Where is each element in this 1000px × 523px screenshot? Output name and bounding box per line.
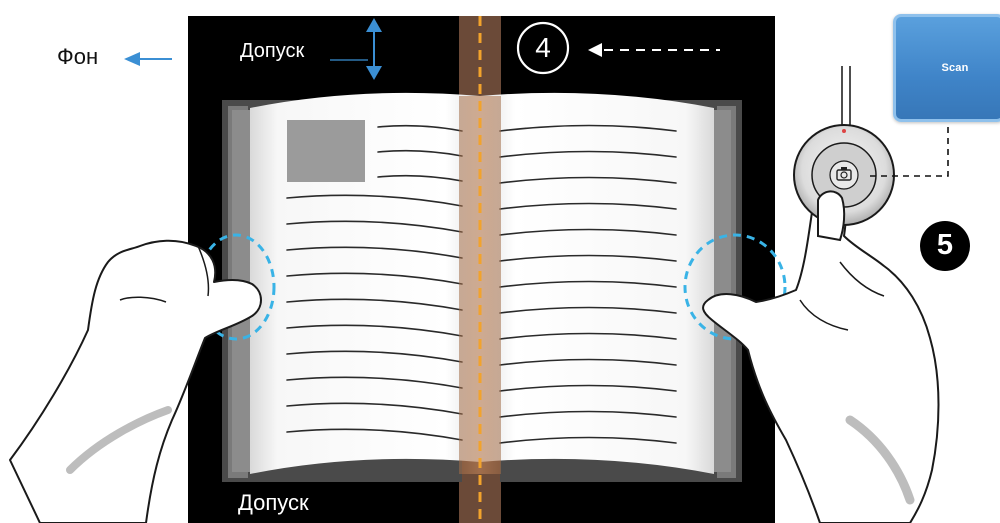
foot-switch xyxy=(794,66,894,225)
index-finger xyxy=(818,191,844,240)
background-arrow xyxy=(124,52,172,66)
step4-number: 4 xyxy=(531,32,555,64)
scan-button-label: Scan xyxy=(929,62,968,74)
margin-bottom-label: Допуск xyxy=(238,490,309,516)
scan-button[interactable]: Scan xyxy=(893,14,1000,122)
background-label: Фон xyxy=(57,44,98,70)
margin-top-label: Допуск xyxy=(240,40,304,63)
step5-number: 5 xyxy=(932,229,958,262)
page-image-placeholder xyxy=(287,120,365,182)
